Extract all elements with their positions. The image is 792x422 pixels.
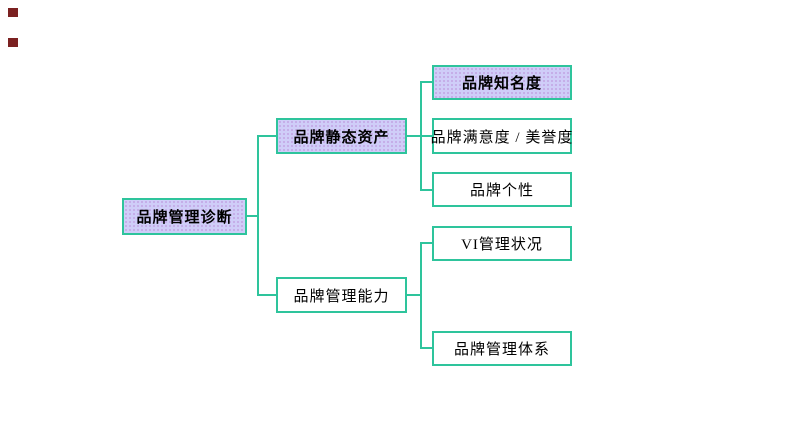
connector-root-stub xyxy=(246,215,259,217)
node-brand-personality: 品牌个性 xyxy=(432,172,572,207)
node-brand-management-capability: 品牌管理能力 xyxy=(276,277,407,313)
connector-branch-capability xyxy=(257,294,277,296)
node-brand-management-diagnosis: 品牌管理诊断 xyxy=(122,198,247,235)
connector-branch-vi xyxy=(420,242,433,244)
connector-branch-static xyxy=(257,135,277,137)
connector-capability-stub xyxy=(406,294,421,296)
connector-branch-satisfaction xyxy=(420,135,433,137)
connector-left-trunk xyxy=(257,135,259,296)
node-vi-management-status: VI管理状况 xyxy=(432,226,572,261)
connector-branch-personality xyxy=(420,189,433,191)
node-brand-management-system: 品牌管理体系 xyxy=(432,331,572,366)
connector-lower-right-trunk xyxy=(420,242,422,349)
node-brand-static-assets: 品牌静态资产 xyxy=(276,118,407,154)
node-brand-awareness: 品牌知名度 xyxy=(432,65,572,100)
connector-branch-awareness xyxy=(420,81,433,83)
corner-mark-icon xyxy=(8,8,18,17)
connector-static-stub xyxy=(406,135,421,137)
node-brand-satisfaction-reputation: 品牌满意度 / 美誉度 xyxy=(431,118,572,154)
connector-branch-system xyxy=(420,347,433,349)
corner-mark-icon xyxy=(8,38,18,47)
